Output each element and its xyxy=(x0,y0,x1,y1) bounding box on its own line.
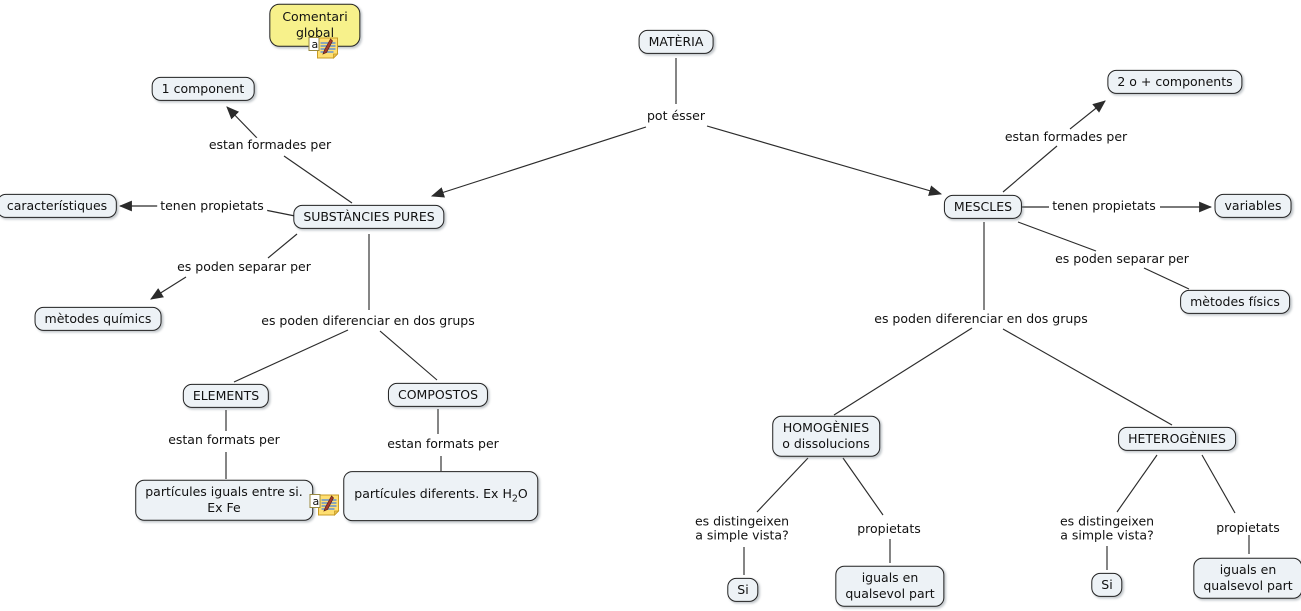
node-compostos[interactable]: COMPOSTOS xyxy=(387,382,489,408)
comment-line2: global xyxy=(295,25,335,40)
node-si-right[interactable]: Si xyxy=(1091,572,1123,598)
node-1-component[interactable]: 1 component xyxy=(151,76,255,102)
link-estan-formats-per-elements[interactable]: estan formats per xyxy=(165,432,283,448)
node-materia[interactable]: MATÈRIA xyxy=(638,29,714,55)
link-estan-formades-per-right[interactable]: estan formades per xyxy=(1001,129,1131,145)
link-es-poden-separar-left[interactable]: es poden separar per xyxy=(174,259,314,275)
link-es-distingeixen-right[interactable]: es distingeixen a simple vista? xyxy=(1056,514,1158,544)
node-variables[interactable]: variables xyxy=(1214,193,1292,219)
node-iguals-qualsevol-part-left[interactable]: iguals en qualsevol part xyxy=(835,565,945,607)
annotation-icon[interactable]: a xyxy=(308,37,340,59)
annotation-letter: a xyxy=(312,38,319,51)
link-propietats-right[interactable]: propietats xyxy=(1213,520,1283,536)
annotation-icon[interactable]: a xyxy=(309,494,341,516)
link-estan-formades-per-left[interactable]: estan formades per xyxy=(205,137,335,153)
link-tenen-propietats-right[interactable]: tenen propietats xyxy=(1049,198,1159,214)
formula-subscript: 2 xyxy=(511,493,518,505)
comment-line1: Comentari xyxy=(282,8,348,24)
node-substancies-pures[interactable]: SUBSTÀNCIES PURES xyxy=(293,204,445,230)
node-2-o-mes-components[interactable]: 2 o + components xyxy=(1107,69,1243,95)
link-estan-formats-per-compostos[interactable]: estan formats per xyxy=(384,436,502,452)
annotation-letter: a xyxy=(313,495,320,508)
link-es-distingeixen-left[interactable]: es distingeixen a simple vista? xyxy=(691,514,793,544)
link-es-poden-separar-right[interactable]: es poden separar per xyxy=(1052,251,1192,267)
link-diferenciar-dos-grups-right[interactable]: es poden diferenciar en dos grups xyxy=(871,311,1091,327)
link-diferenciar-dos-grups-left[interactable]: es poden diferenciar en dos grups xyxy=(258,313,478,329)
link-tenen-propietats-left[interactable]: tenen propietats xyxy=(157,198,267,214)
node-si-left[interactable]: Si xyxy=(727,577,759,603)
formula-h: H xyxy=(502,486,512,502)
node-particules-iguals[interactable]: partícules iguals entre si. Ex Fe xyxy=(135,479,313,521)
node-elements[interactable]: ELEMENTS xyxy=(182,383,270,409)
formula-o: O xyxy=(517,486,528,502)
link-propietats-left[interactable]: propietats xyxy=(854,521,924,537)
link-pot-esser[interactable]: pot ésser xyxy=(643,108,709,124)
node-heterogenies[interactable]: HETEROGÈNIES xyxy=(1118,426,1236,452)
node-metodes-quimics[interactable]: mètodes químics xyxy=(34,306,162,332)
node-homogenies[interactable]: HOMOGÈNIES o dissolucions xyxy=(772,415,880,457)
node-caracteristiques[interactable]: característiques xyxy=(0,193,118,219)
node-metodes-fisics[interactable]: mètodes físics xyxy=(1180,289,1290,315)
node-mescles[interactable]: MESCLES xyxy=(943,194,1023,220)
node-iguals-qualsevol-part-right[interactable]: iguals en qualsevol part xyxy=(1193,557,1301,599)
